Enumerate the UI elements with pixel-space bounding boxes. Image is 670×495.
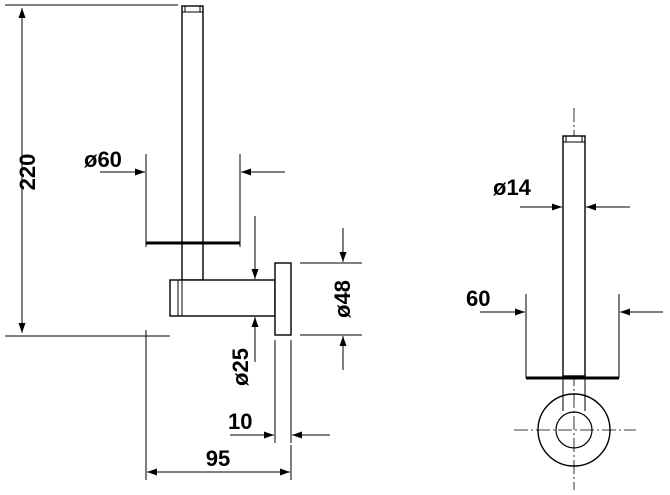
dimension-95: 95 (145, 330, 292, 480)
dimension-label-dia-14: ø14 (493, 175, 532, 200)
dimension-label-dia-60: ø60 (84, 147, 122, 172)
rosette-inner-circle (555, 411, 593, 449)
dimension-label-220: 220 (15, 154, 40, 191)
side-rod (562, 135, 586, 377)
dimension-dia-60: ø60 (84, 147, 285, 247)
side-view: ø14 60 (466, 108, 663, 490)
dimension-label-side-60: 60 (466, 286, 490, 311)
dimension-label-dia-48: ø48 (330, 280, 355, 318)
dimension-label-dia-25: ø25 (228, 348, 253, 386)
dimension-10: 10 (228, 340, 330, 443)
dimension-dia-14: ø14 (493, 175, 630, 211)
dimension-label-10: 10 (228, 409, 252, 434)
dimension-dia-48: ø48 (300, 228, 362, 370)
wall-rosette (274, 262, 292, 336)
horizontal-arm (169, 279, 276, 317)
dimension-label-95: 95 (206, 446, 230, 471)
dimension-side-60: 60 (466, 286, 663, 378)
dimension-dia-25: ø25 (228, 216, 259, 386)
front-view: 220 ø60 (5, 4, 362, 480)
vertical-rod (181, 5, 204, 281)
dimension-220: 220 (5, 4, 178, 337)
rosette-outer-circle (537, 393, 611, 467)
